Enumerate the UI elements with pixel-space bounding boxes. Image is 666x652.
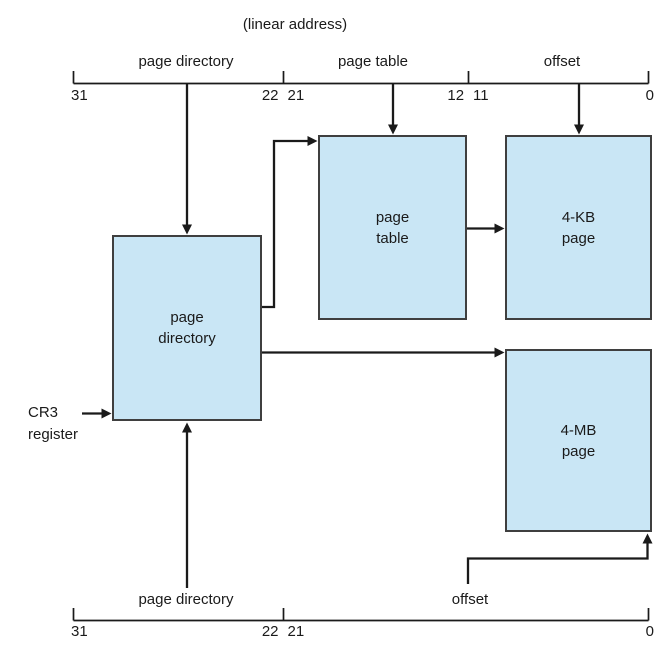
bottom-bit-21: 21 [287, 623, 305, 640]
top-bits-22-21: 22 21 [233, 88, 333, 104]
bottom-bits-22-21: 22 21 [233, 624, 333, 640]
top-field-label-page-table: page table [337, 53, 409, 70]
top-field-label-page-directory: page directory [138, 53, 234, 70]
page-table-box: page table [318, 135, 467, 320]
bottom-bit-31: 31 [71, 623, 88, 640]
arrow-page-directory-to-page-table [262, 136, 318, 309]
4kb-page-box: 4-KB page [505, 135, 652, 320]
cr3-register-label: register [28, 426, 79, 443]
top-field-label-offset: offset [543, 53, 581, 70]
top-bit-0: 0 [645, 87, 654, 104]
bottom-bit-0: 0 [645, 623, 654, 640]
top-bit-21: 21 [287, 87, 305, 104]
bottom-field-label-page-directory: page directory [138, 591, 234, 608]
top-bit-11: 11 [473, 87, 489, 104]
top-address-bracket [72, 71, 650, 85]
top-bit-12: 12 [447, 87, 465, 104]
page-directory-box: page directory [112, 235, 262, 421]
top-bits-12-11: 12 11 [418, 88, 518, 104]
bottom-bit-22: 22 [261, 623, 279, 640]
arrow-bottom-offset-to-4mb-page [466, 533, 653, 584]
diagram-title: (linear address) [242, 16, 348, 33]
top-bit-31: 31 [71, 87, 88, 104]
bottom-field-label-offset: offset [451, 591, 489, 608]
bottom-address-bracket [72, 608, 650, 622]
cr3-label: CR3 [28, 404, 59, 421]
top-bit-22: 22 [261, 87, 279, 104]
4mb-page-box: 4-MB page [505, 349, 652, 532]
